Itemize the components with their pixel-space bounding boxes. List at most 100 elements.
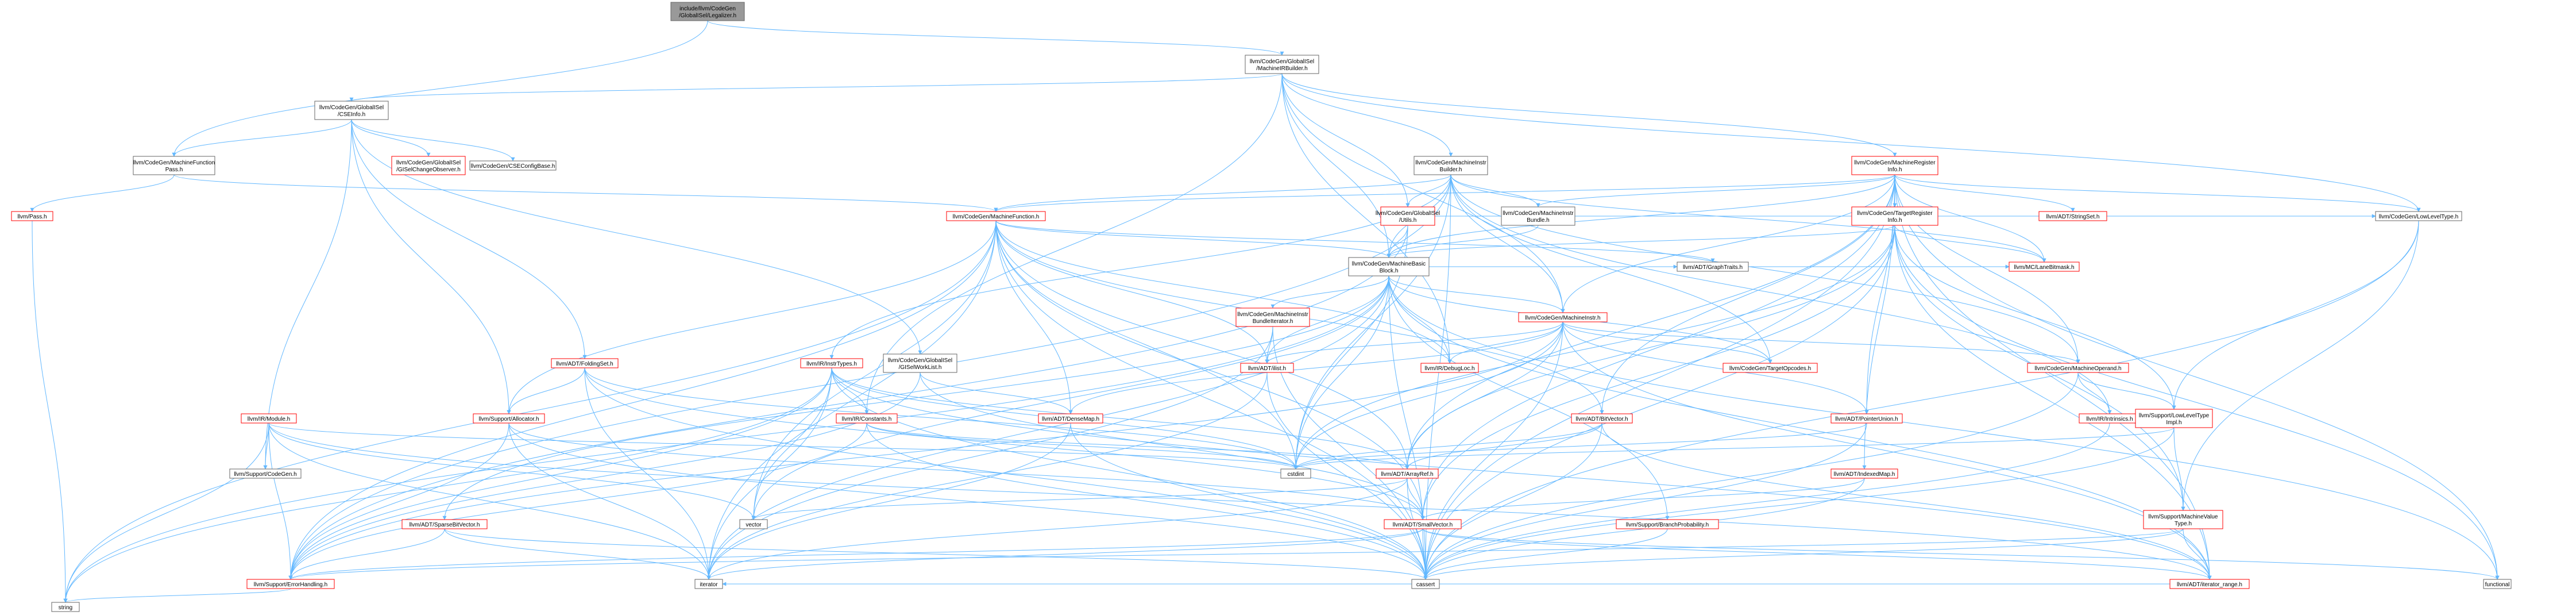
node-box [1411,579,1440,589]
node-functional[interactable]: functional [2483,579,2512,589]
edge-mirbuilder-to-minstr [1281,73,1565,313]
node-densemap[interactable]: llvm/ADT/DenseMap.h [1038,413,1103,424]
edge-mibuilder-to-mibundle [1450,174,1540,207]
node-instrtypes[interactable]: llvm/IR/InstrTypes.h [800,358,863,368]
node-graphtraits[interactable]: llvm/ADT/GraphTraits.h [1677,262,1749,272]
edge-lowlevel-to-lltimpl [2172,220,2419,410]
edge-mbb-to-branchprob [1388,275,1670,520]
edge-foldingset-to-allocator [507,367,585,414]
edge-mibuilder-to-targetopcodes [1450,174,1772,364]
edge-smallvector-to-cassert [1422,528,1428,580]
edge-mibuilder-to-giselutils [1405,174,1451,207]
node-box [401,519,488,529]
node-mfunction[interactable]: llvm/CodeGen/MachineFunction.h [946,211,1046,221]
node-pass[interactable]: llvm/Pass.h [11,211,53,221]
node-label: llvm/CodeGen/MachineFunction.h [953,214,1040,220]
edge-sparsebv-to-iterator [444,528,711,580]
node-intrinsics[interactable]: llvm/IR/Intrinsics.h [2079,413,2141,424]
node-foldingset[interactable]: llvm/ADT/FoldingSet.h [551,358,619,368]
node-cassert[interactable]: cassert [1411,579,1440,589]
node-box [739,519,768,529]
node-iterator[interactable]: iterator [694,579,723,589]
node-indexedmap[interactable]: llvm/ADT/IndexedMap.h [1830,468,1898,479]
node-box [1380,206,1435,226]
node-errhandling[interactable]: llvm/Support/ErrorHandling.h [246,579,335,589]
node-constants[interactable]: llvm/IR/Constants.h [836,413,898,424]
node-stringset[interactable]: llvm/ADT/StringSet.h [2038,211,2107,221]
node-vector[interactable]: vector [739,519,768,529]
node-label: Info.h [1887,167,1902,173]
node-iterrange[interactable]: llvm/ADT/iterator_range.h [2169,579,2250,589]
node-label: llvm/Support/Allocator.h [478,416,539,422]
edge-mfunction-to-graphtraits [995,220,1715,263]
edge-mbb-to-functional [1388,275,2500,580]
node-lanebitmask[interactable]: llvm/MC/LaneBitmask.h [2009,262,2080,272]
edge-lowlevel-to-mvt [2181,220,2419,511]
edge-cseinfo-to-foldingset [351,119,587,359]
node-box [241,413,297,424]
edge-mfpass-to-mfunction [173,174,998,212]
node-box [1420,363,1479,373]
node-label: /GlobalISel/Legalizer.h [679,13,736,19]
node-label: llvm/ADT/IndexedMap.h [1834,471,1895,478]
node-bitvector[interactable]: llvm/ADT/BitVector.h [1571,413,1633,424]
node-box [2038,211,2107,221]
node-mirbuilder[interactable]: llvm/CodeGen/GlobalISel/MachineIRBuilder… [1245,55,1319,74]
edge-bitvector-to-cstdint [1293,422,1602,470]
node-mibundleiter[interactable]: llvm/CodeGen/MachineInstrBundleIterator.… [1235,308,1310,327]
node-box [473,413,545,424]
node-module[interactable]: llvm/IR/Module.h [241,413,297,424]
edge-smallvector-to-errhandling [288,528,1423,580]
node-label: llvm/Support/BranchProbability.h [1626,522,1709,528]
node-sparsebv[interactable]: llvm/ADT/SparseBitVector.h [401,519,488,529]
node-branchprob[interactable]: llvm/Support/BranchProbability.h [1616,519,1719,529]
node-ptrunion[interactable]: llvm/ADT/PointerUnion.h [1830,413,1903,424]
edge-mbb-to-sparsebv [442,275,1389,520]
node-arrayref[interactable]: llvm/ADT/ArrayRef.h [1376,468,1439,479]
node-supcodegen[interactable]: llvm/Support/CodeGen.h [229,468,302,479]
node-box [2143,510,2223,529]
node-worklist[interactable]: llvm/CodeGen/GlobalISel/GISelWorkList.h [883,353,957,373]
edge-module-to-vector [268,422,756,520]
node-label: llvm/CodeGen/MachineRegister [1854,160,1936,166]
node-moperand[interactable]: llvm/CodeGen/MachineOperand.h [2027,363,2129,373]
edge-worklist-to-smallvector [920,372,1425,520]
node-label: llvm/MC/LaneBitmask.h [2014,264,2074,271]
node-ilist[interactable]: llvm/ADT/ilist.h [1240,363,1294,373]
node-targetopcodes[interactable]: llvm/CodeGen/TargetOpcodes.h [1723,363,1818,373]
node-cstdint[interactable]: cstdint [1280,468,1311,479]
node-smallvector[interactable]: llvm/ADT/SmallVector.h [1384,519,1462,529]
node-minstr[interactable]: llvm/CodeGen/MachineInstr.h [1518,312,1608,322]
edge-arrayref-to-iterator [706,478,1408,580]
node-string[interactable]: string [51,602,80,612]
node-label: llvm/CodeGen/MachineFunction [133,160,215,166]
edge-constants-to-cassert [866,422,1428,580]
edge-bitvector-to-iterrange [1601,422,2212,580]
node-cseinfo[interactable]: llvm/CodeGen/GlobalISel/CSEInfo.h [314,101,389,120]
node-box [1413,156,1488,175]
node-label: /CSEInfo.h [338,112,365,118]
edge-moperand-to-intrinsics [2077,372,2112,414]
edge-mirbuilder-to-mibuilder [1281,73,1453,157]
edge-instrtypes-to-constants [831,367,869,414]
edge-mreginfo-to-iterrange [1894,174,2212,580]
edge-mreginfo-to-lanebitmask [1894,174,2046,263]
node-box [2135,409,2213,428]
node-cseconfig[interactable]: llvm/CodeGen/CSEConfigBase.h [469,160,557,171]
node-root: include/llvm/CodeGen/GlobalISel/Legalize… [670,2,745,21]
edge-branchprob-to-cassert [1423,528,1668,580]
node-giselutils[interactable]: llvm/CodeGen/GlobalISel/Utils.h [1376,206,1440,226]
node-lowlevel[interactable]: llvm/CodeGen/LowLevelType.h [2375,211,2462,221]
node-gischg[interactable]: llvm/CodeGen/GlobalISel/GISelChangeObser… [391,156,466,175]
node-debugloc[interactable]: llvm/IR/DebugLoc.h [1420,363,1479,373]
node-allocator[interactable]: llvm/Support/Allocator.h [473,413,545,424]
